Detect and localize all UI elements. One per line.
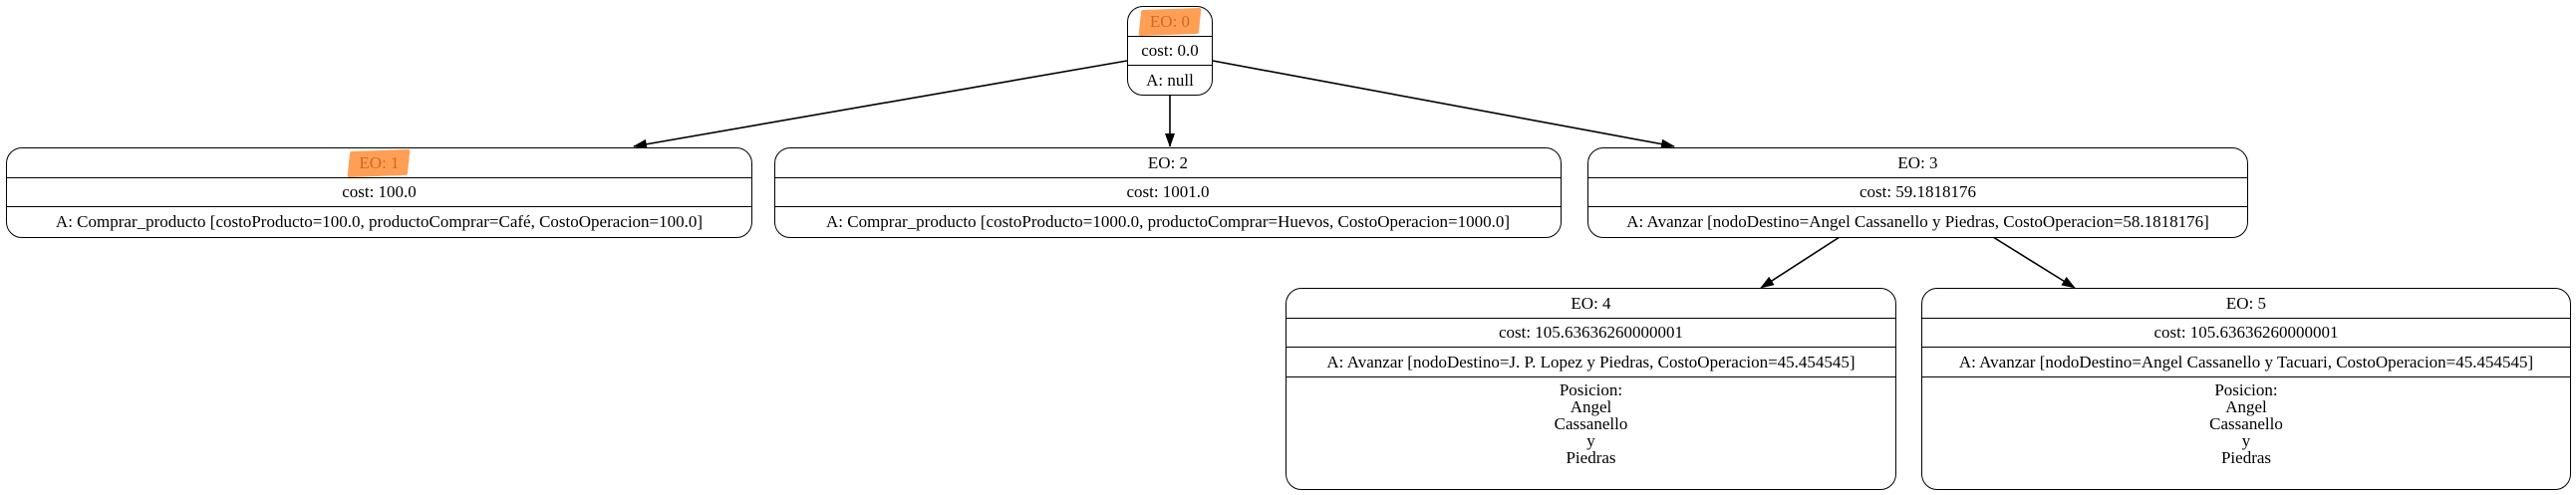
node-action: A: Comprar_producto [costoProducto=1000.… — [826, 212, 1510, 231]
node-eo-5: EO: 5 cost: 105.63636260000001 A: Avanza… — [1921, 288, 2571, 490]
node-eo-0: EO: 0 cost: 0.0 A: null — [1127, 6, 1213, 96]
node-eo-3: EO: 3 cost: 59.1818176 A: Avanzar [nodoD… — [1587, 147, 2248, 238]
position-line: y — [2241, 431, 2251, 450]
node-eo-4: EO: 4 cost: 105.63636260000001 A: Avanza… — [1286, 288, 1896, 490]
node-title: EO: 2 — [775, 148, 1561, 178]
position-line: y — [1586, 431, 1595, 450]
node-position: Posicion: Angel Cassanello y Piedras — [1922, 377, 2570, 466]
edge-eo0-eo3 — [1212, 60, 1675, 149]
node-cost: cost: 105.63636260000001 — [1922, 319, 2570, 348]
position-line: Cassanello — [2209, 414, 2283, 433]
node-cost: cost: 1001.0 — [775, 178, 1561, 207]
position-line: Cassanello — [1554, 414, 1628, 433]
edge-eo3-eo5 — [1992, 236, 2076, 289]
node-action: A: Avanzar [nodoDestino=J. P. Lopez y Pi… — [1287, 348, 1895, 377]
node-action: A: Avanzar [nodoDestino=Angel Cassanello… — [1922, 348, 2570, 377]
edge-eo0-eo1 — [633, 60, 1128, 149]
node-eo-1: EO: 1 cost: 100.0 A: Comprar_producto [c… — [6, 147, 752, 238]
node-cost: cost: 0.0 — [1128, 37, 1212, 66]
node-title: EO: 3 — [1588, 148, 2247, 178]
position-label: Posicion: — [2214, 380, 2278, 399]
node-title-highlight: EO: 1 — [353, 153, 405, 173]
node-eo-2: EO: 2 cost: 1001.0 A: Comprar_producto [… — [774, 147, 1562, 238]
position-label: Posicion: — [1559, 380, 1623, 399]
position-line: Piedras — [2220, 448, 2272, 467]
node-action: A: Avanzar [nodoDestino=Angel Cassanello… — [1626, 212, 2209, 231]
edge-eo3-eo4 — [1760, 236, 1841, 289]
node-title: EO: 5 — [1922, 289, 2570, 319]
node-cost: cost: 100.0 — [7, 178, 751, 207]
node-cost: cost: 59.1818176 — [1588, 178, 2247, 207]
node-title-highlight: EO: 0 — [1144, 12, 1196, 32]
position-line: Angel — [1570, 397, 1612, 416]
node-action: A: Comprar_producto [costoProducto=100.0… — [55, 212, 704, 231]
node-title: EO: 4 — [1287, 289, 1895, 319]
node-position: Posicion: Angel Cassanello y Piedras — [1287, 377, 1895, 466]
node-action: A: null — [1146, 71, 1194, 90]
node-cost: cost: 105.63636260000001 — [1287, 319, 1895, 348]
position-line: Angel — [2225, 397, 2267, 416]
position-line: Piedras — [1566, 448, 1616, 467]
